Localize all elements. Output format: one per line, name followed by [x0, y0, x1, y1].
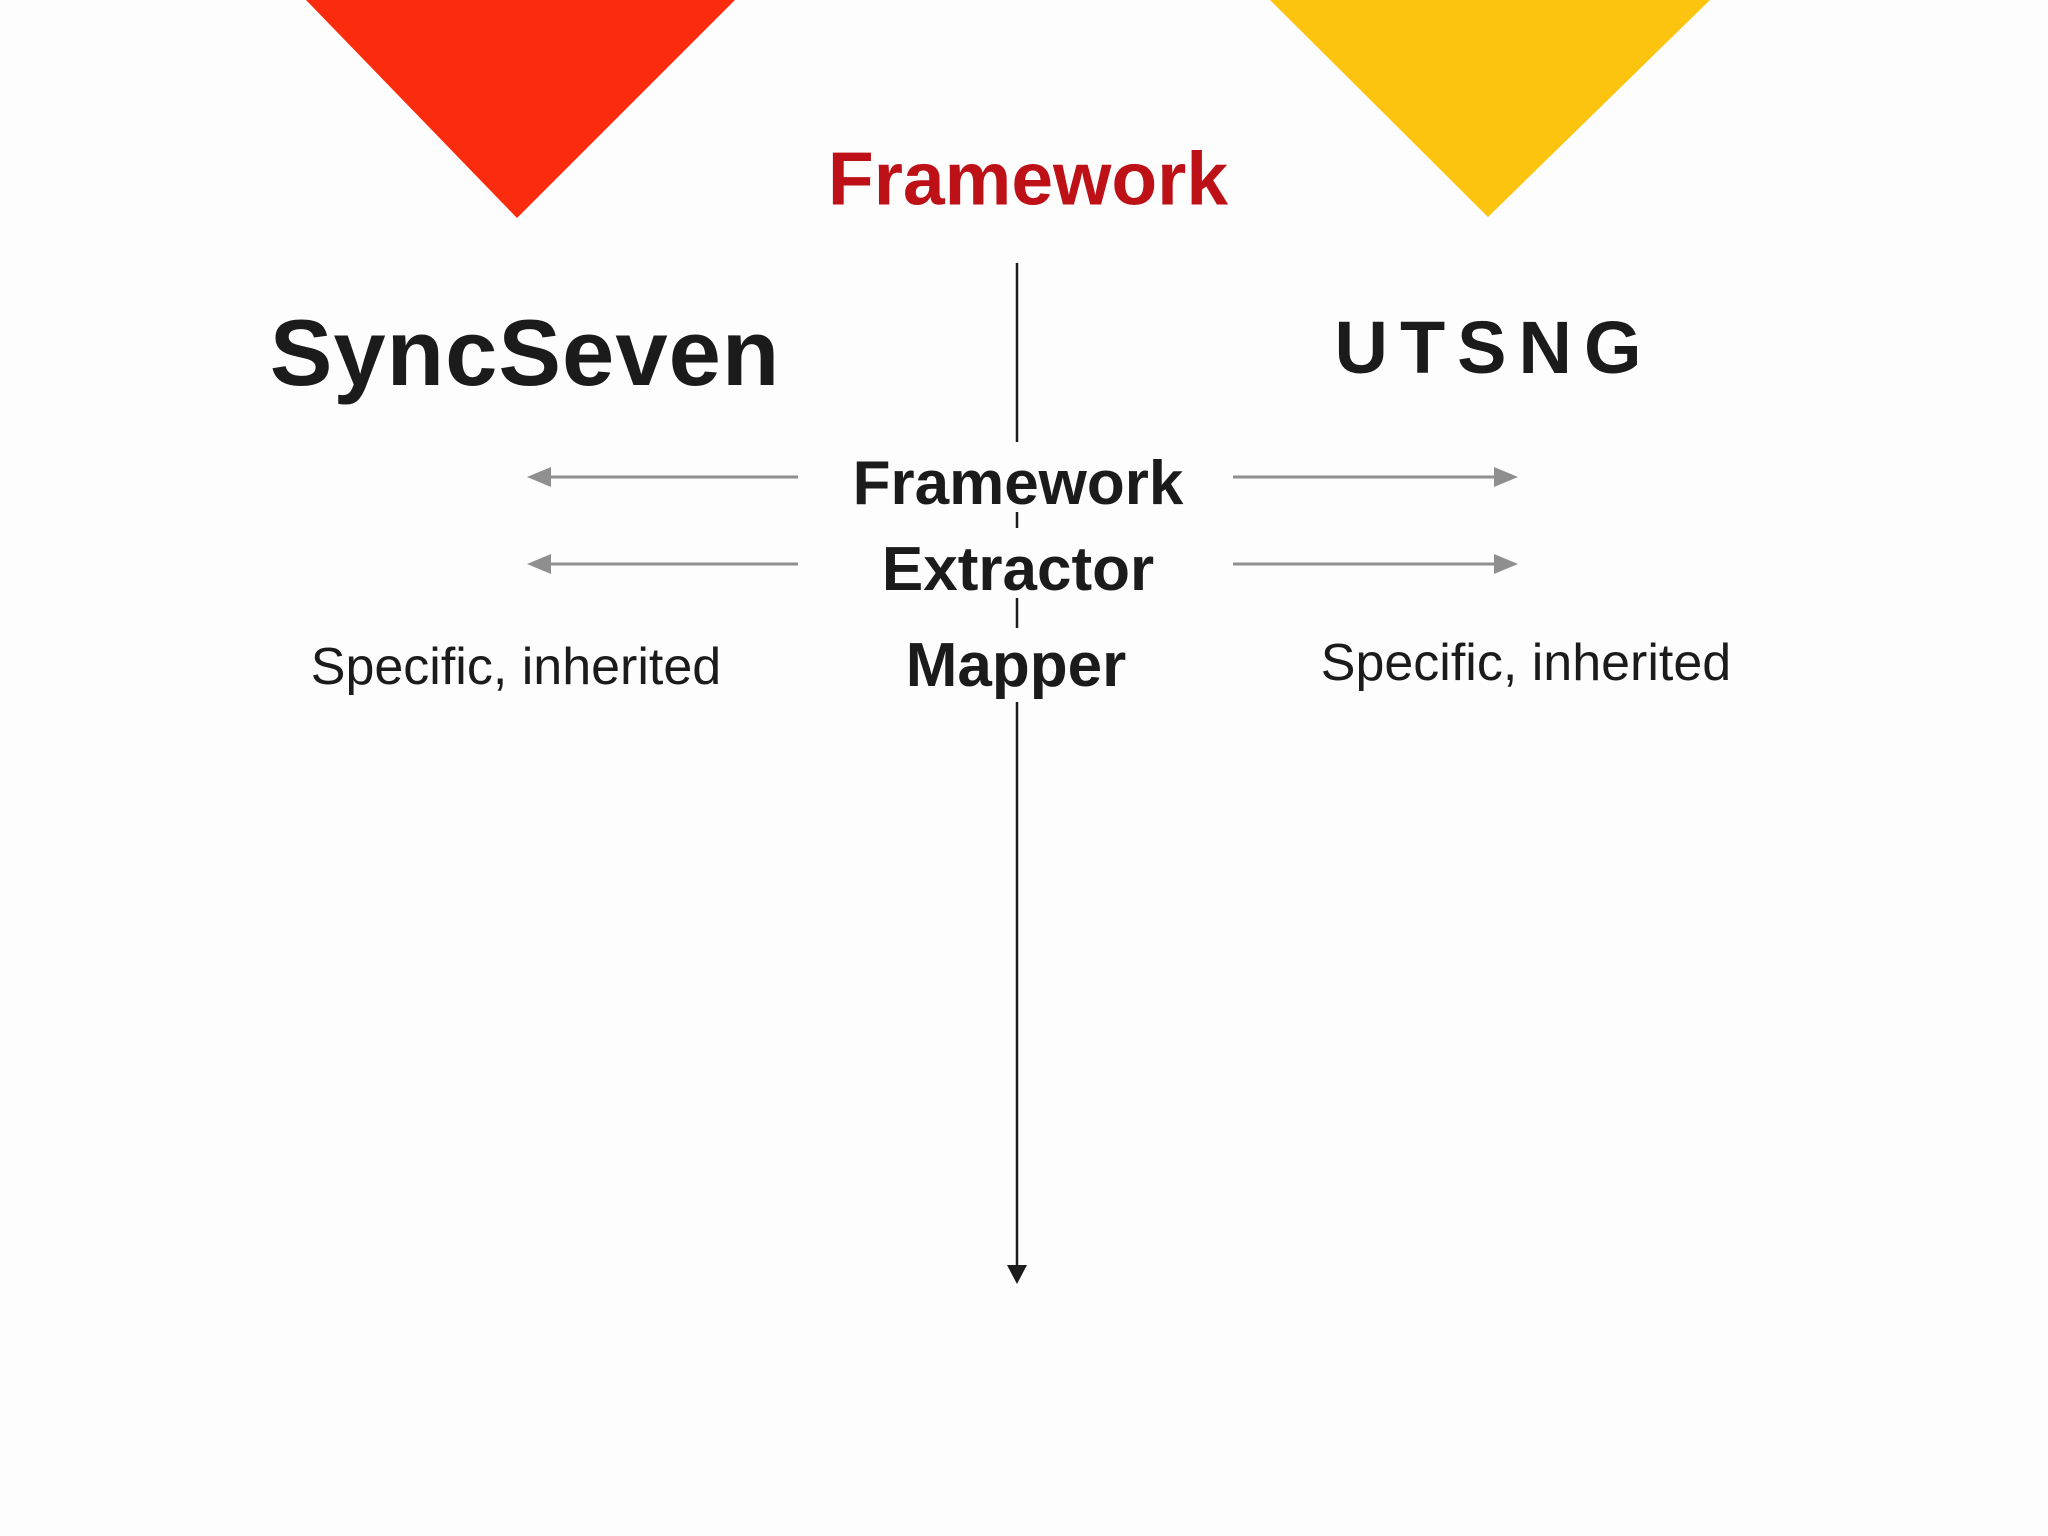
yellow-triangle-decoration — [1270, 0, 1710, 217]
arrow-extractor-to-syncseven-head-icon — [527, 554, 551, 574]
right-system-name: UTSNG — [1334, 306, 1654, 389]
diagram-title: Framework — [827, 136, 1229, 221]
pipeline-stage-mapper: Mapper — [905, 631, 1127, 700]
pipeline-stage-extractor: Extractor — [881, 535, 1155, 604]
arrow-framework-to-utsng-head-icon — [1494, 467, 1518, 487]
arrow-framework-to-syncseven-head-icon — [527, 467, 551, 487]
left-system-name: SyncSeven — [269, 300, 781, 405]
arrow-extractor-to-utsng-head-icon — [1494, 554, 1518, 574]
left-system-note: Specific, inherited — [310, 638, 722, 696]
right-system-note: Specific, inherited — [1320, 634, 1732, 692]
pipeline-flow-arrowhead-icon — [1007, 1265, 1027, 1284]
pipeline-stage-framework: Framework — [852, 449, 1184, 518]
red-triangle-decoration — [306, 0, 735, 218]
